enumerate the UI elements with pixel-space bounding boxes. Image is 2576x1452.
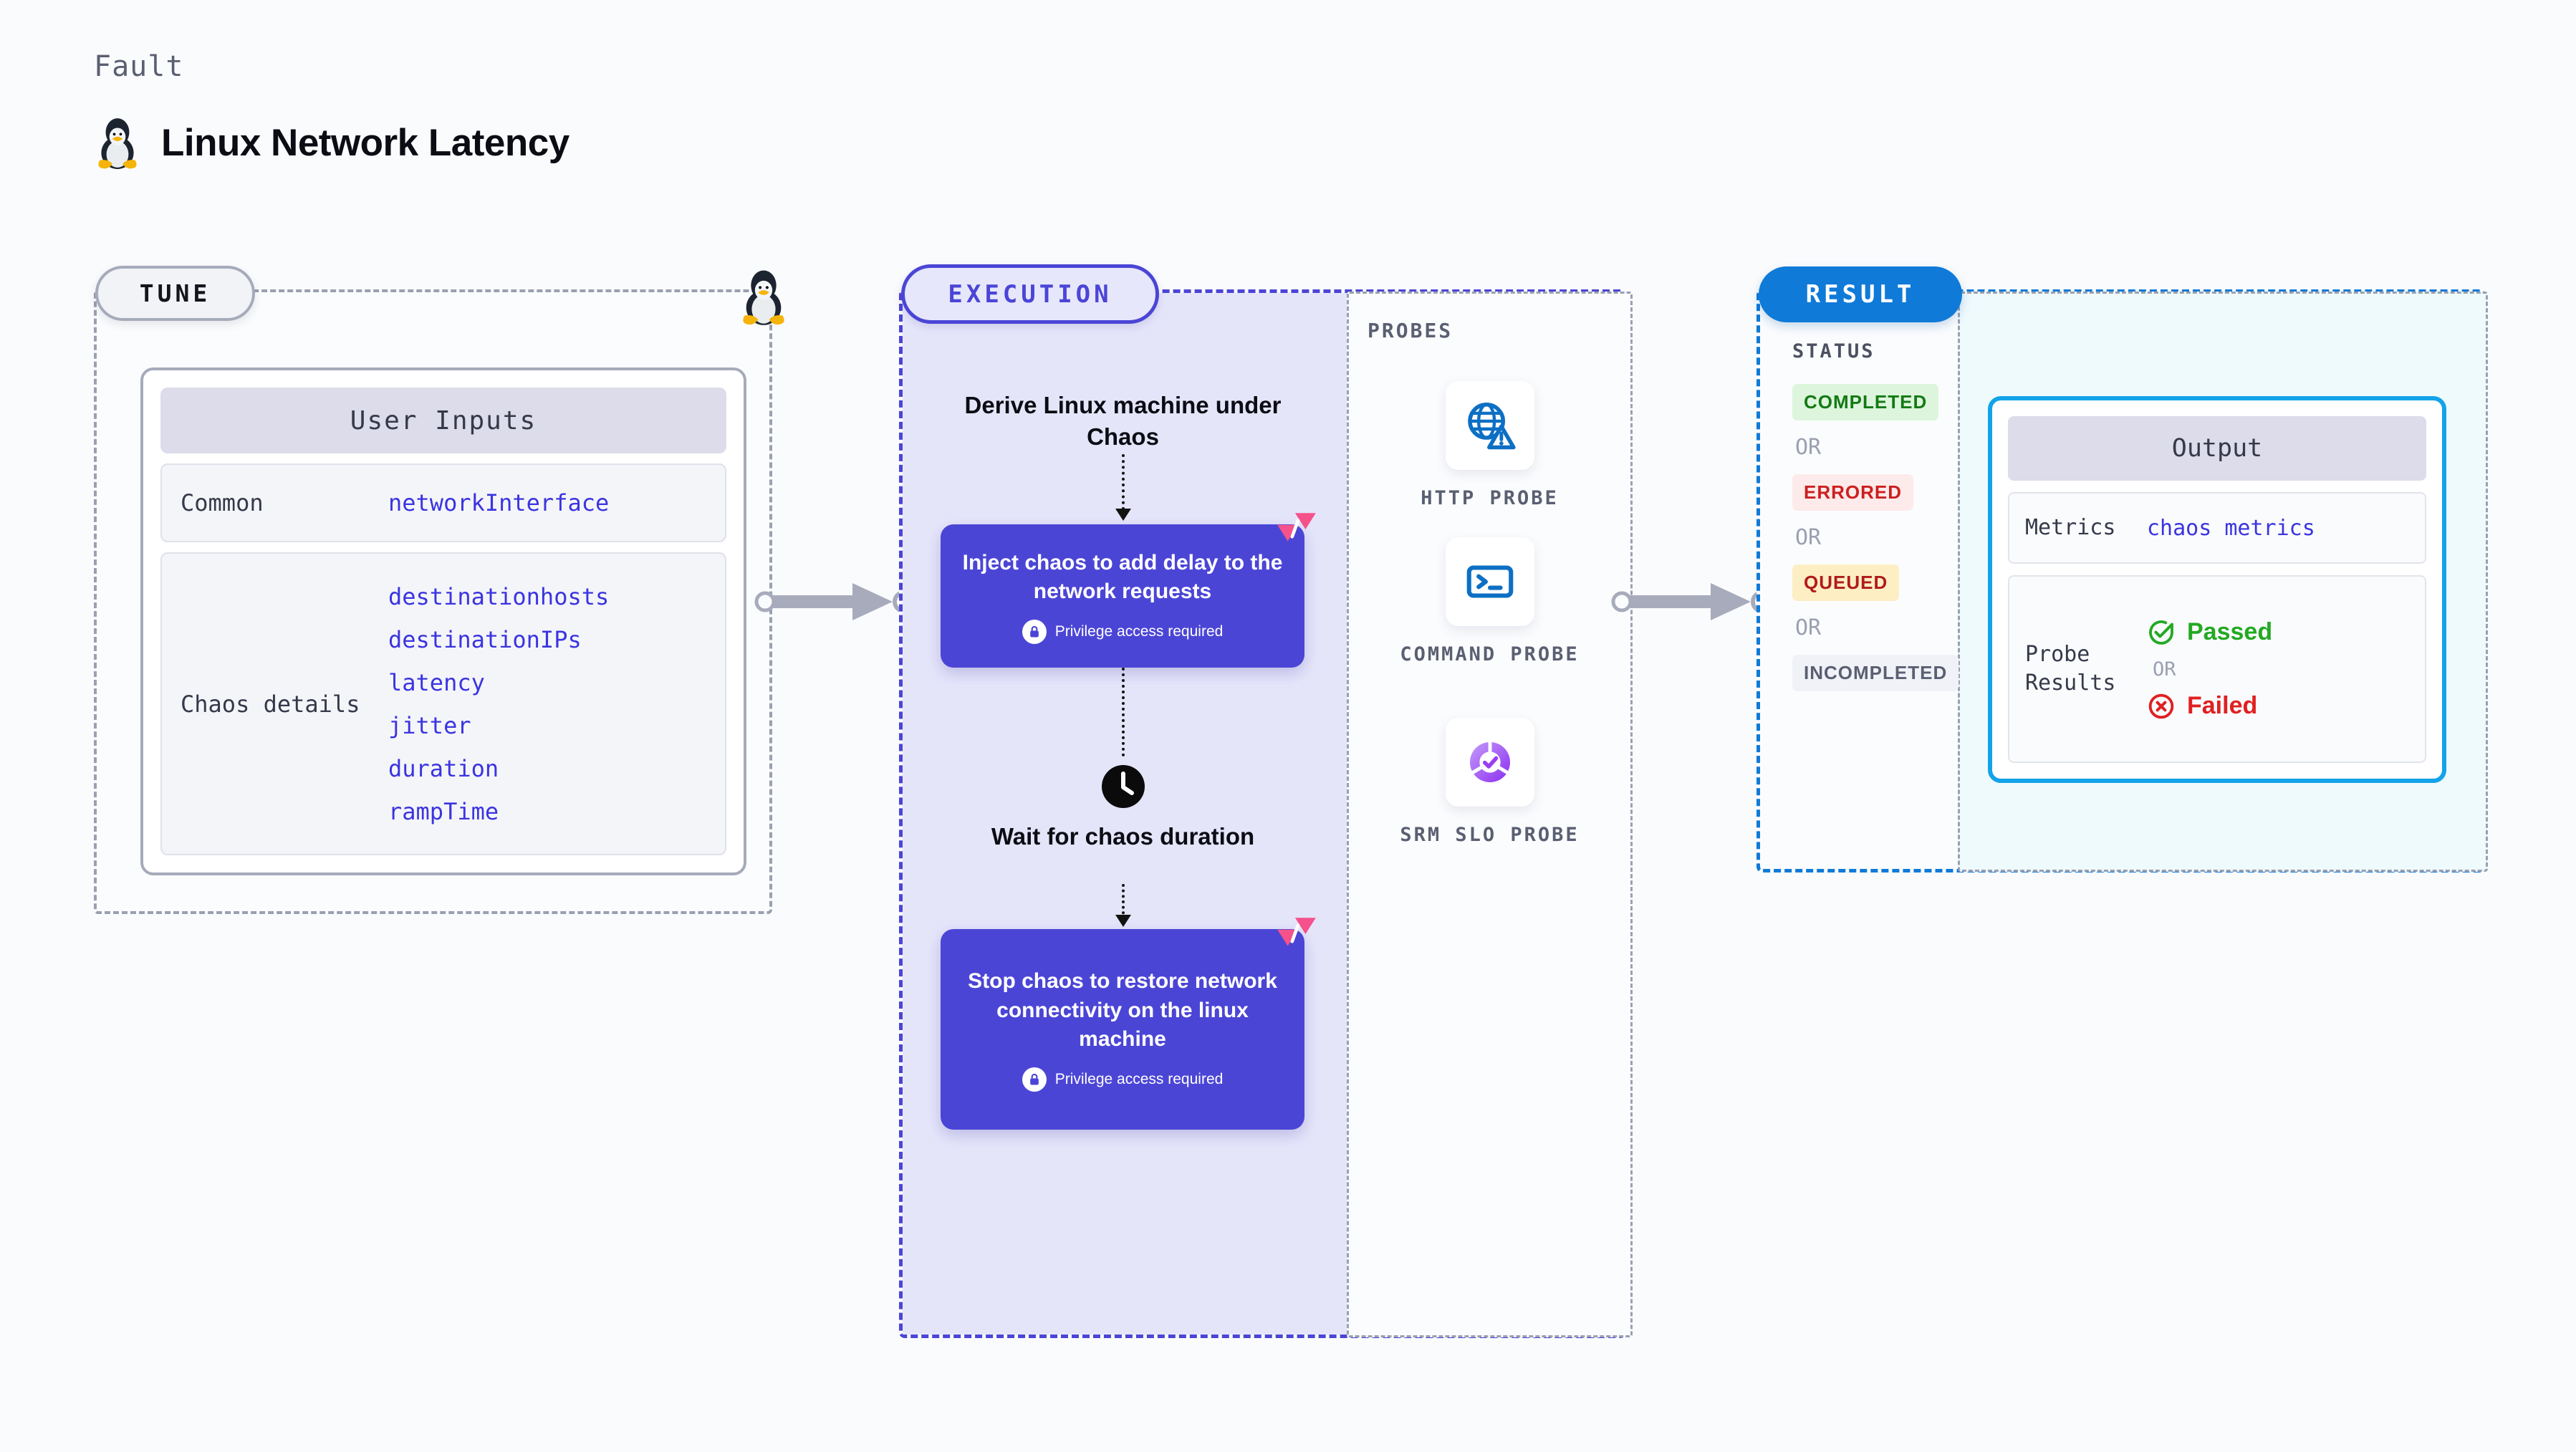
node-title: Inject chaos to add delay to the network…: [962, 550, 1283, 604]
probe-tile: [1445, 537, 1534, 626]
node-title: Stop chaos to restore network connectivi…: [968, 969, 1277, 1052]
status-badge-completed: COMPLETED: [1792, 384, 1939, 420]
probe-failed-label: Failed: [2187, 692, 2258, 719]
status-badge-queued: QUEUED: [1792, 564, 1900, 601]
probe-verdict-failed: Failed: [2147, 692, 2272, 721]
status-or-label: OR: [1795, 435, 1822, 460]
terminal-icon: [1466, 565, 1513, 598]
page-title: Linux Network Latency: [161, 121, 569, 164]
probe-verdict-group: Passed OR Failed: [2147, 618, 2272, 721]
tux-penguin-icon: [98, 118, 137, 169]
node-subtext-row: Privilege access required: [1022, 619, 1224, 644]
execution-pill: EXECUTION: [901, 264, 1159, 324]
probe-label: HTTP PROBE: [1421, 487, 1559, 509]
flow-connector-line: [1121, 668, 1125, 756]
node-subtext: Privilege access required: [1054, 1070, 1224, 1087]
input-value: duration: [388, 754, 499, 782]
input-value: latency: [388, 668, 485, 696]
slo-gauge-check-icon: [1469, 741, 1510, 783]
probe-item-http[interactable]: HTTP PROBE: [1390, 381, 1590, 512]
probes-panel: PROBES HTTP PROBE: [1347, 292, 1633, 1337]
connector-tune-to-execution: [754, 583, 915, 620]
page-kicker: Fault: [94, 50, 184, 83]
probe-label: SRM SLO PROBE: [1400, 824, 1580, 846]
input-row-common: Common networkInterface: [160, 463, 726, 542]
execution-node-stop-chaos[interactable]: Stop chaos to restore network connectivi…: [941, 918, 1316, 1130]
result-pill: RESULT: [1759, 266, 1962, 322]
clock-icon: [1101, 765, 1145, 808]
probe-label: COMMAND PROBE: [1400, 643, 1580, 665]
output-row-metrics: Metrics chaos metrics: [2008, 492, 2426, 564]
flow-connector-line: [1121, 884, 1125, 920]
input-value: jitter: [388, 711, 471, 739]
probe-item-srm-slo[interactable]: SRM SLO PROBE: [1390, 718, 1590, 849]
check-circle-icon: [2149, 620, 2173, 645]
globe-warning-icon: [1467, 403, 1516, 450]
output-row-label: Metrics: [2025, 514, 2116, 540]
probe-verdict-passed: Passed: [2147, 618, 2272, 647]
status-badge-errored: ERRORED: [1792, 474, 1914, 511]
page-title-row: Linux Network Latency: [94, 115, 569, 170]
lock-icon: [1022, 1067, 1047, 1092]
tux-penguin-corner-icon: [743, 270, 784, 325]
user-inputs-card: User Inputs Common networkInterface Chao…: [140, 367, 746, 875]
tune-pill: TUNE: [95, 266, 255, 321]
flow-arrowhead: [1115, 509, 1131, 521]
harness-flag-icon: [1277, 513, 1316, 542]
node-subtext-row: Privilege access required: [1022, 1067, 1224, 1092]
node-subtext: Privilege access required: [1054, 622, 1224, 640]
input-value: destinationIPs: [388, 625, 582, 653]
lock-icon: [1022, 619, 1047, 644]
input-value: rampTime: [388, 797, 499, 825]
probe-item-command[interactable]: COMMAND PROBE: [1390, 537, 1590, 668]
probe-passed-label: Passed: [2187, 618, 2273, 645]
harness-flag-icon: [1277, 918, 1316, 946]
flow-start-label: Derive Linux machine under Chaos: [964, 392, 1282, 450]
flow-connector-line: [1121, 454, 1125, 510]
probe-tile: [1445, 381, 1534, 470]
x-circle-icon: [2148, 693, 2174, 718]
status-or-label: OR: [1795, 525, 1822, 550]
status-badge-incompleted: INCOMPLETED: [1792, 655, 1959, 691]
result-status-column: STATUS COMPLETED OR ERRORED OR QUEUED OR…: [1792, 340, 1979, 691]
user-inputs-heading: User Inputs: [160, 388, 726, 453]
output-row-probe-results: Probe Results Passed OR Failed: [2008, 575, 2426, 763]
flow-arrowhead: [1115, 915, 1131, 927]
execution-panel: PROBES HTTP PROBE: [899, 289, 1633, 1338]
output-card: Output Metrics chaos metrics Probe Resul…: [1988, 396, 2446, 783]
execution-fill: [903, 293, 1350, 1335]
probe-tile: [1445, 718, 1534, 807]
probe-verdict-or: OR: [2153, 658, 2176, 681]
execution-node-inject-chaos[interactable]: Inject chaos to add delay to the network…: [941, 513, 1316, 668]
input-value: destinationhosts: [388, 582, 610, 610]
probes-title: PROBES: [1368, 319, 1453, 342]
flow-wait-label: Wait for chaos duration: [991, 823, 1255, 850]
input-row-label: Common: [181, 489, 264, 516]
status-or-label: OR: [1795, 615, 1822, 640]
status-heading: STATUS: [1792, 340, 1875, 362]
input-row-values: destinationhosts destinationIPs latency …: [388, 583, 609, 825]
input-row-values: networkInterface: [388, 489, 609, 516]
output-heading: Output: [2008, 416, 2426, 481]
output-row-label: Probe Results: [2025, 641, 2116, 696]
input-row-chaos-details: Chaos details destinationhosts destinati…: [160, 552, 726, 855]
input-row-label: Chaos details: [181, 690, 360, 718]
execution-flow: Derive Linux machine under Chaos Inject …: [899, 289, 1347, 1338]
output-row-value: chaos metrics: [2147, 515, 2315, 541]
input-value: networkInterface: [388, 489, 610, 516]
